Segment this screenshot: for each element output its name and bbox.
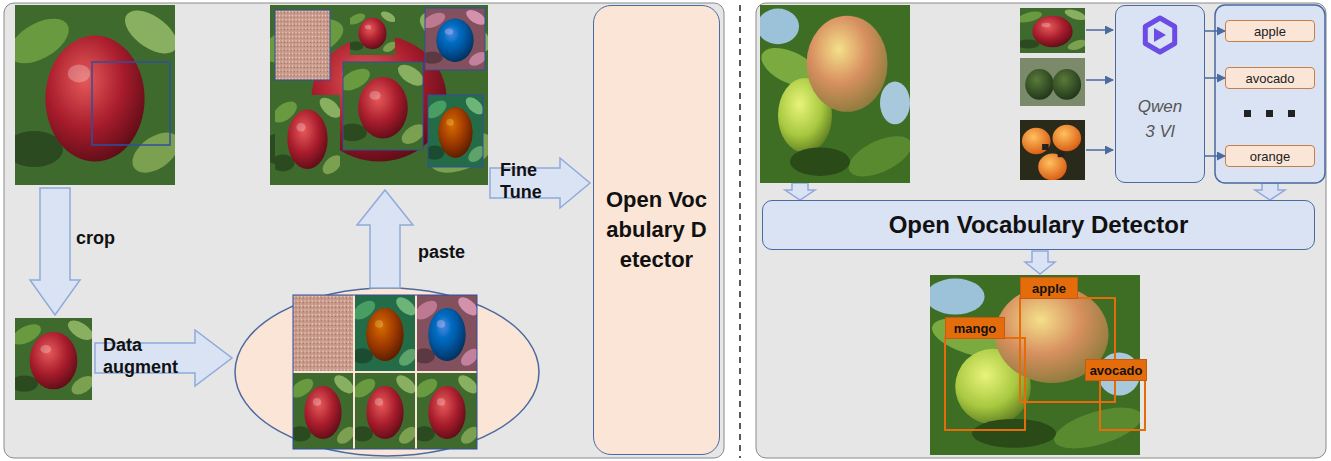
query-photo — [757, 5, 916, 185]
sample-arrows — [1086, 30, 1113, 150]
pasted-photo — [254, 2, 502, 185]
vlm-box: Qwen 3 Vl — [1115, 5, 1205, 183]
detector-box: Open Vocabulary Detector — [593, 5, 720, 455]
divider — [739, 5, 741, 458]
connector-arrow — [1205, 30, 1225, 32]
cropped-apple — [9, 317, 97, 400]
node-text: mango — [954, 321, 997, 336]
detection-tag: apple — [1020, 277, 1078, 299]
category-chip: orange — [1225, 145, 1315, 167]
source-photo — [3, 2, 185, 185]
node-text: orange — [1250, 149, 1290, 164]
category-list — [1215, 5, 1325, 183]
step-label: Fine Tune — [500, 160, 556, 203]
node-text: apple — [1254, 24, 1286, 39]
step-label: Data augment — [103, 335, 203, 378]
connector-arrow — [1205, 155, 1225, 157]
category-chip: apple — [1225, 20, 1315, 42]
step-label: crop — [76, 228, 136, 250]
node-text: apple — [1032, 281, 1066, 296]
node-text: Qwen 3 Vl — [1134, 94, 1186, 145]
step-label: paste — [418, 242, 488, 264]
ellipsis-dots — [1244, 110, 1295, 117]
detector-bar: Open Vocabulary Detector — [762, 200, 1315, 250]
connector-arrow — [1205, 77, 1225, 79]
augment-ellipse — [235, 288, 539, 456]
node-text: Open Vocabulary Detector — [602, 185, 711, 274]
result-photo — [926, 275, 1148, 457]
node-text: avocado — [1245, 71, 1294, 86]
category-samples — [1015, 7, 1089, 180]
detection-tag: avocado — [1085, 359, 1147, 381]
detection-tag: mango — [945, 317, 1005, 339]
node-text: avocado — [1090, 363, 1143, 378]
category-chip: avocado — [1225, 67, 1315, 89]
node-text: Open Vocabulary Detector — [889, 211, 1189, 239]
right-panel — [756, 3, 1326, 458]
